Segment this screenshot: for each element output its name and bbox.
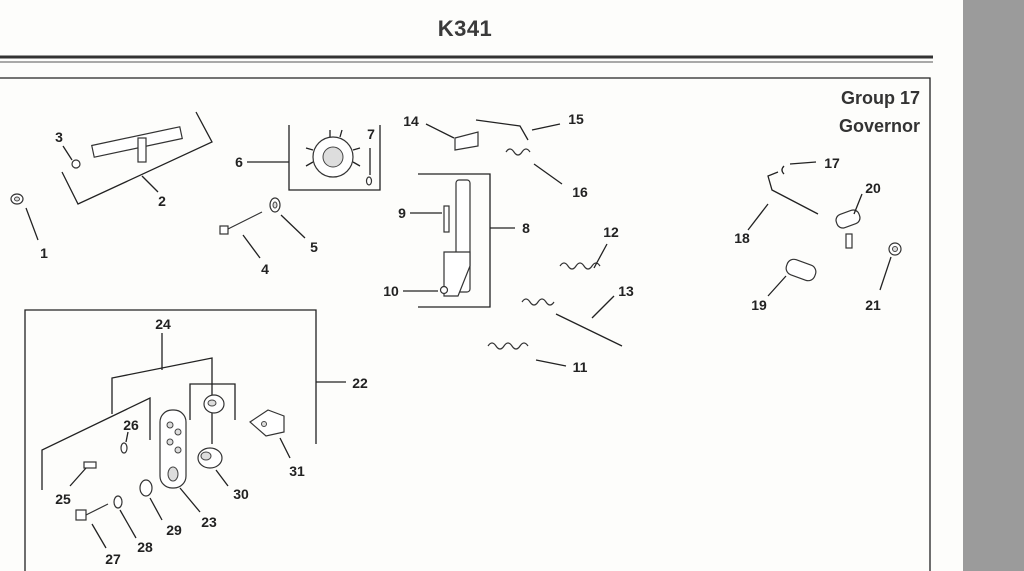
callout-23: 23 [201, 514, 217, 530]
callout-30: 30 [233, 486, 249, 502]
callout-19: 19 [751, 297, 767, 313]
part-23-plate [159, 409, 201, 513]
part-25-screw [69, 461, 97, 487]
callout-16: 16 [572, 184, 588, 200]
callout-13: 13 [618, 283, 634, 299]
part-5-washer [269, 197, 306, 239]
part-9-screw [410, 205, 450, 233]
part-8-governor-lever [418, 173, 515, 308]
callout-17: 17 [824, 155, 840, 171]
callout-27: 27 [105, 551, 121, 567]
part-31-angle-bracket [249, 409, 291, 459]
part-19-bushing [767, 258, 817, 297]
callout-3: 3 [55, 129, 63, 145]
part-18-throttle-rod [747, 171, 819, 231]
part-13-spring-rod [521, 295, 623, 347]
callout-24: 24 [155, 316, 171, 332]
part-7-clip [365, 148, 373, 186]
callout-2: 2 [158, 193, 166, 209]
part-3-pin [62, 145, 81, 169]
part-26-pin [120, 431, 129, 454]
part-16-spring [505, 148, 563, 185]
diagram-frame [0, 77, 931, 571]
callout-7: 7 [367, 126, 375, 142]
part-15-link-rod [475, 119, 561, 141]
part-2-governor-shaft [61, 111, 213, 205]
part-10-nut [403, 285, 449, 295]
callout-26: 26 [123, 417, 139, 433]
callout-8: 8 [522, 220, 530, 236]
part-30-bushing [197, 447, 229, 487]
callout-9: 9 [398, 205, 406, 221]
callout-12: 12 [603, 224, 619, 240]
part-22-kit-frame [24, 309, 346, 571]
callout-4: 4 [261, 261, 269, 277]
callout-22: 22 [352, 375, 368, 391]
part-17-cotter-pin [781, 161, 817, 175]
callout-10: 10 [383, 283, 399, 299]
part-1-nut [10, 193, 39, 241]
part-20-swivel [835, 193, 863, 249]
callout-15: 15 [568, 111, 584, 127]
part-11-spring [487, 342, 567, 367]
callout-18: 18 [734, 230, 750, 246]
part-28-washer [113, 495, 137, 539]
callout-5: 5 [310, 239, 318, 255]
callout-11: 11 [573, 359, 588, 375]
callout-25: 25 [55, 491, 71, 507]
group-number-label: Group 17 [841, 88, 920, 108]
part-29-o-ring [139, 479, 163, 521]
part-21-nut [879, 242, 902, 291]
governor-exploded-diagram: Group 17 Governor [0, 55, 933, 571]
callout-28: 28 [137, 539, 153, 555]
part-4-bolt [219, 211, 263, 259]
part-14-lever-clip [425, 123, 479, 151]
callout-1: 1 [40, 245, 48, 261]
callout-14: 14 [403, 113, 419, 129]
callout-29: 29 [166, 522, 182, 538]
callout-21: 21 [865, 297, 881, 313]
page-title: K341 [437, 16, 493, 41]
part-24-bracket-lines [41, 333, 236, 490]
part-27-bolt [75, 503, 109, 549]
part-bushing-top [203, 394, 225, 414]
callout-6: 6 [235, 154, 243, 170]
callout-31: 31 [289, 463, 305, 479]
part-12-spring [559, 243, 608, 270]
part-6-governor-gear-assembly [247, 125, 381, 191]
group-name-label: Governor [839, 116, 920, 136]
page-margin-strip [963, 0, 1024, 571]
callout-20: 20 [865, 180, 881, 196]
